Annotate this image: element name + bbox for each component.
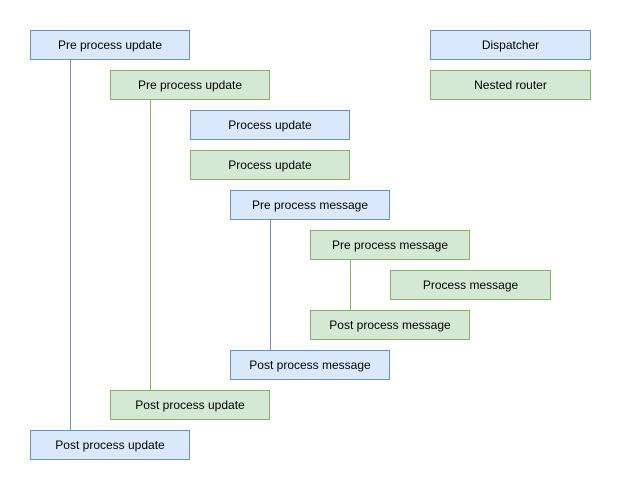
node-label: Pre process update	[137, 77, 243, 92]
node-label: Dispatcher	[481, 37, 540, 52]
node-label: Process update	[228, 157, 312, 172]
node-post-process-update-dispatcher: Post process update	[30, 430, 190, 460]
node-label: Nested router	[474, 77, 547, 92]
node-label: Post process update	[55, 437, 165, 452]
node-process-update-router: Process update	[190, 150, 350, 180]
scope-line-update-dispatcher	[70, 60, 71, 430]
node-label: Process message	[422, 277, 519, 292]
node-pre-process-message-dispatcher: Pre process message	[230, 190, 390, 220]
node-legend-dispatcher: Dispatcher	[430, 30, 591, 60]
node-post-process-message-dispatcher: Post process message	[230, 350, 390, 380]
node-pre-process-update-dispatcher: Pre process update	[30, 30, 190, 60]
node-pre-process-update-router: Pre process update	[110, 70, 270, 100]
node-label: Post process message	[329, 317, 451, 332]
scope-line-message-dispatcher	[270, 220, 271, 350]
node-label: Post process message	[249, 357, 371, 372]
node-pre-process-message-router: Pre process message	[310, 230, 470, 260]
node-process-message-router: Process message	[390, 270, 551, 300]
scope-line-update-router	[150, 100, 151, 390]
node-post-process-message-router: Post process message	[310, 310, 470, 340]
node-process-update-dispatcher: Process update	[190, 110, 350, 140]
node-post-process-update-router: Post process update	[110, 390, 270, 420]
node-label: Pre process message	[251, 197, 369, 212]
node-label: Post process update	[135, 397, 245, 412]
scope-line-message-router	[350, 260, 351, 310]
node-label: Pre process update	[57, 37, 163, 52]
node-legend-nested-router: Nested router	[430, 70, 591, 100]
node-label: Pre process message	[331, 237, 449, 252]
node-label: Process update	[228, 117, 312, 132]
